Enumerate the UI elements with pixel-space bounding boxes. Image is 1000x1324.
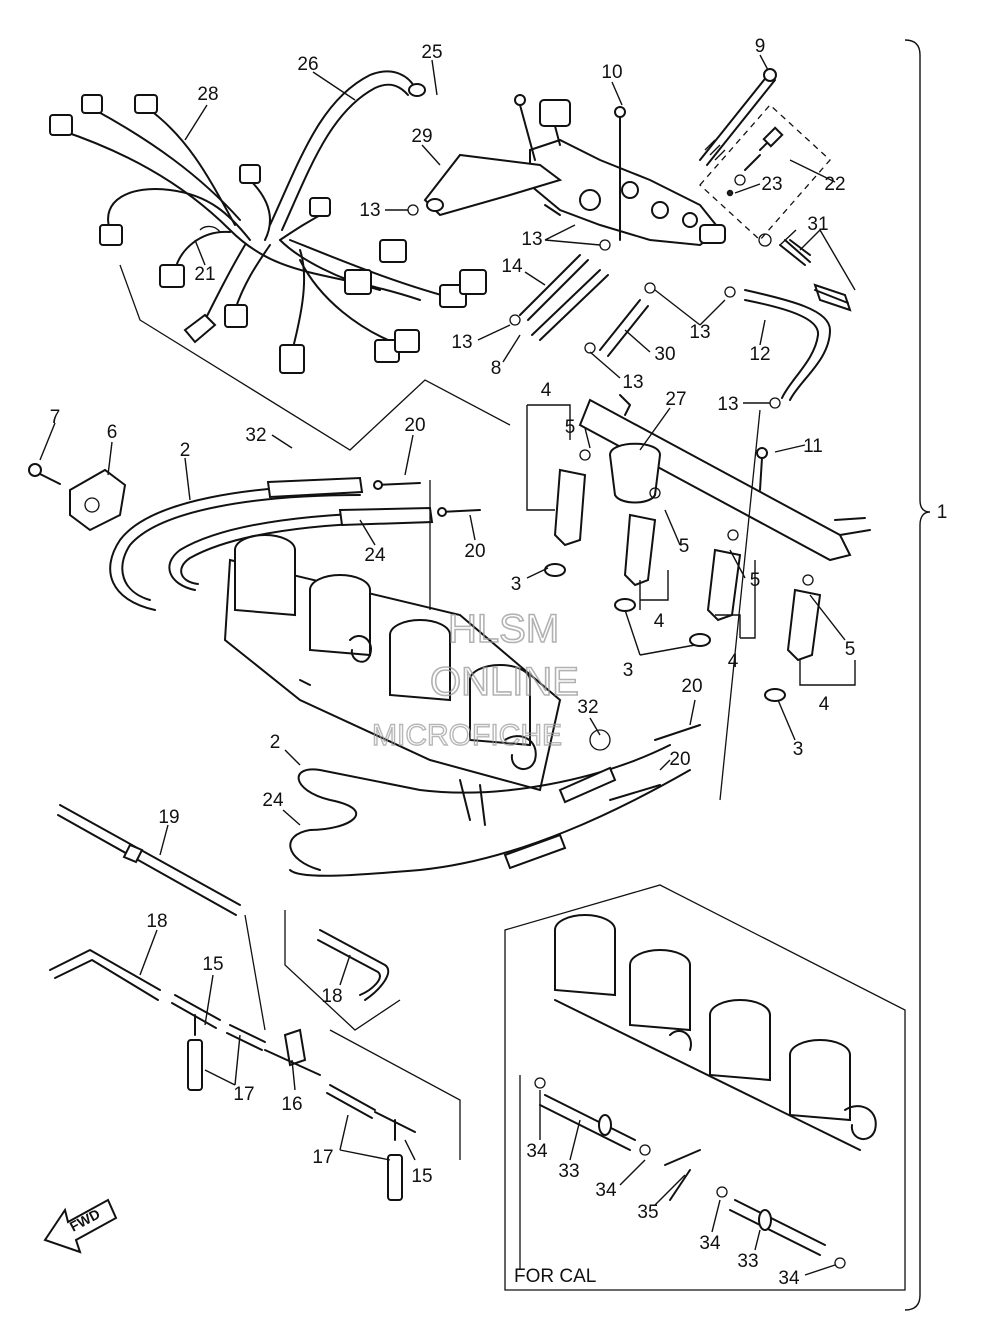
callout-33-b: 33 xyxy=(737,1251,758,1272)
callout-18-b: 18 xyxy=(321,986,342,1007)
callout-4-c: 4 xyxy=(728,651,739,672)
callout-33-a: 33 xyxy=(558,1161,579,1182)
callout-6: 6 xyxy=(107,422,118,443)
hose-18-drawing xyxy=(49,929,390,1001)
hose-26-drawing xyxy=(269,70,426,231)
fuel-rail-27-drawing xyxy=(578,394,871,562)
for-cal-inset xyxy=(504,884,906,1291)
callout-13-d: 13 xyxy=(689,322,710,343)
callout-16: 16 xyxy=(281,1094,302,1115)
fwd-arrow: FWD xyxy=(43,1198,118,1254)
callout-27: 27 xyxy=(665,389,686,410)
callout-10: 10 xyxy=(601,62,622,83)
callout-13-b: 13 xyxy=(521,229,542,250)
fuel-rail-sensor-assembly xyxy=(514,94,726,247)
callout-11: 11 xyxy=(803,436,823,457)
callout-20-a: 20 xyxy=(404,415,425,436)
callout-5-b: 5 xyxy=(679,536,690,557)
dashed-guide-lines xyxy=(119,264,761,1270)
watermark-line-2: ONLINE xyxy=(430,660,579,704)
callout-29: 29 xyxy=(411,126,432,147)
callout-15-a: 15 xyxy=(202,954,223,975)
assembly-callout-1: 1 xyxy=(937,502,948,523)
hose-19-drawing xyxy=(57,804,241,916)
callout-18-a: 18 xyxy=(146,911,167,932)
callout-13-c: 13 xyxy=(451,332,472,353)
callout-20-b: 20 xyxy=(464,541,485,562)
assembly-bracket xyxy=(904,39,931,1311)
callout-19: 19 xyxy=(158,807,179,828)
callout-22: 22 xyxy=(824,174,845,195)
callout-32-b: 32 xyxy=(577,697,598,718)
callout-9: 9 xyxy=(755,36,766,57)
throttle-sensor-6-drawing xyxy=(28,463,127,532)
callout-13-a: 13 xyxy=(359,200,380,221)
callout-17-b: 17 xyxy=(312,1147,333,1168)
callout-2-b: 2 xyxy=(270,732,281,753)
callout-13-e: 13 xyxy=(622,372,643,393)
callout-24-a: 24 xyxy=(364,545,386,566)
callout-21: 21 xyxy=(194,264,215,285)
callout-4-b: 4 xyxy=(654,611,665,632)
callout-7: 7 xyxy=(50,407,61,428)
callout-35: 35 xyxy=(637,1202,658,1223)
hoses-14-8-30-12-drawing xyxy=(519,254,831,401)
callout-5-d: 5 xyxy=(845,639,856,660)
callout-31: 31 xyxy=(807,214,828,235)
callout-3-a: 3 xyxy=(511,574,522,595)
callout-34-a: 34 xyxy=(526,1141,548,1162)
callout-4-a: 4 xyxy=(541,380,552,401)
part-29-drawing xyxy=(423,153,563,217)
part-31-drawing xyxy=(758,233,852,312)
callout-12: 12 xyxy=(749,344,770,365)
callout-30: 30 xyxy=(654,344,675,365)
wire-harness-drawing xyxy=(49,94,487,374)
watermark: HLSM ONLINE MICROFICHE xyxy=(371,606,579,753)
part-group-22-23-drawing xyxy=(699,104,831,241)
watermark-line-1: HLSM xyxy=(448,607,559,651)
callout-24-b: 24 xyxy=(262,790,284,811)
callout-20-c: 20 xyxy=(681,676,702,697)
callout-8: 8 xyxy=(491,358,502,379)
callout-34-c: 34 xyxy=(699,1233,721,1254)
throttle-cables-lower-drawing xyxy=(289,724,701,877)
throttle-cables-upper-drawing xyxy=(109,476,481,611)
callout-34-b: 34 xyxy=(595,1180,617,1201)
callout-34-d: 34 xyxy=(778,1268,800,1289)
callout-25: 25 xyxy=(421,42,442,63)
callout-13-f: 13 xyxy=(717,394,738,415)
watermark-line-3: MICROFICHE xyxy=(372,719,562,752)
callout-15-b: 15 xyxy=(411,1166,432,1187)
callout-leader-lines xyxy=(39,54,856,1276)
inset-label: FOR CAL xyxy=(514,1266,596,1287)
callout-20-d: 20 xyxy=(669,749,690,770)
callout-17-a: 17 xyxy=(233,1084,254,1105)
callout-28: 28 xyxy=(197,84,218,105)
callout-14: 14 xyxy=(501,256,523,277)
callout-2-a: 2 xyxy=(180,440,191,461)
throttle-body-assembly xyxy=(223,534,562,826)
callout-labels: 9 10 25 26 28 29 22 23 31 13 13 13 13 13… xyxy=(50,36,948,1289)
callout-26: 26 xyxy=(297,54,318,75)
callout-32-a: 32 xyxy=(245,425,266,446)
callout-23: 23 xyxy=(761,174,782,195)
callout-4-d: 4 xyxy=(819,694,830,715)
callout-3-c: 3 xyxy=(793,739,804,760)
long-bolt-9-drawing xyxy=(699,68,777,166)
callout-5-c: 5 xyxy=(750,570,761,591)
callout-5-a: 5 xyxy=(565,417,576,438)
fuel-injectors-4-drawing xyxy=(544,449,822,702)
callout-3-b: 3 xyxy=(623,660,634,681)
